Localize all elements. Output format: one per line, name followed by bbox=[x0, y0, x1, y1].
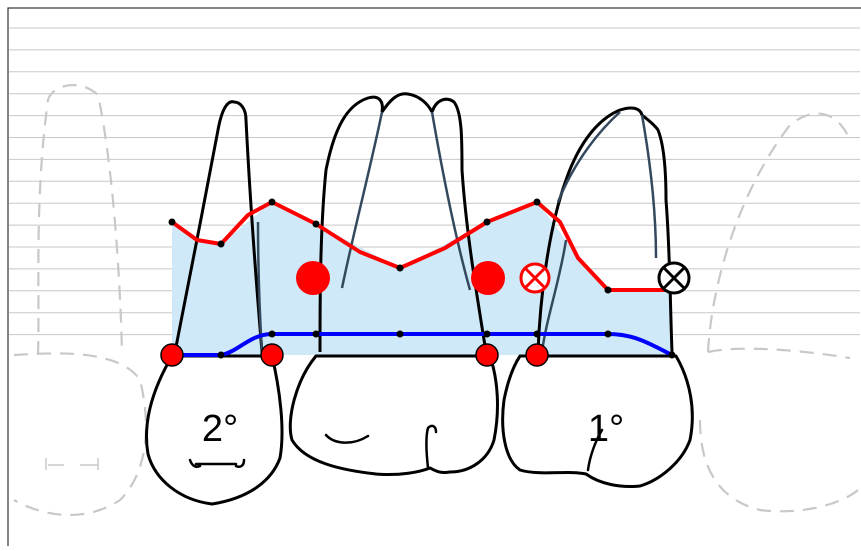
tooth-label-right: 1° bbox=[588, 408, 624, 450]
bleeding-marker[interactable] bbox=[476, 344, 498, 366]
point bbox=[313, 331, 320, 338]
point bbox=[534, 331, 541, 338]
furcation-marker[interactable] bbox=[659, 263, 689, 293]
point bbox=[269, 331, 276, 338]
bleeding-marker[interactable] bbox=[471, 261, 505, 295]
crown-tooth-mid bbox=[290, 356, 497, 475]
bleeding-marker[interactable] bbox=[296, 261, 330, 295]
point bbox=[605, 287, 612, 294]
point bbox=[397, 265, 404, 272]
tooth-label-left: 2° bbox=[202, 408, 238, 450]
point bbox=[534, 199, 541, 206]
suppuration-marker[interactable] bbox=[521, 264, 549, 292]
point bbox=[313, 221, 320, 228]
point bbox=[605, 331, 612, 338]
bleeding-marker[interactable] bbox=[261, 344, 283, 366]
point bbox=[218, 352, 225, 359]
point bbox=[169, 219, 176, 226]
point bbox=[218, 241, 225, 248]
point bbox=[269, 199, 276, 206]
point bbox=[484, 219, 491, 226]
point bbox=[669, 352, 676, 359]
point bbox=[484, 331, 491, 338]
point bbox=[397, 331, 404, 338]
bleeding-marker[interactable] bbox=[161, 344, 183, 366]
bleeding-marker[interactable] bbox=[526, 344, 548, 366]
